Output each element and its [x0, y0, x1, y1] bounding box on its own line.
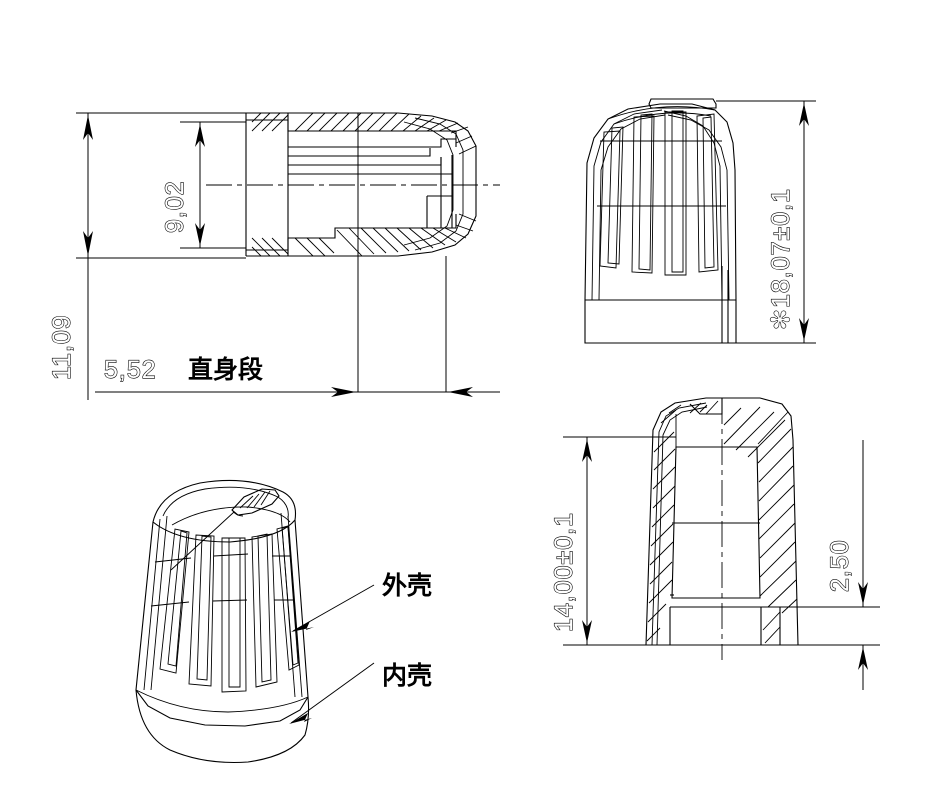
- cap-edge-inner: [613, 112, 712, 125]
- dimension-label-5-52: 5,52: [104, 356, 157, 384]
- label-outer-shell: 外壳: [382, 571, 432, 600]
- dimension-9-02: 9,02: [160, 121, 246, 249]
- leader-outer-shell: 外壳: [291, 571, 432, 632]
- dimension-label-9-02: 9,02: [161, 180, 189, 233]
- dimension-label-18-07: ✻18,07±0,1: [767, 188, 795, 330]
- iso-lower-skirt: [135, 689, 310, 763]
- iso-ribs: [150, 525, 300, 693]
- view-top-right-elevation: ✻18,07±0,1: [584, 98, 816, 344]
- inner-cavity: [670, 446, 761, 599]
- dimension-label-14-00: 14,00±0,1: [550, 512, 578, 632]
- dimension-2-50: 2,50: [780, 440, 880, 690]
- note-straight-section: 直身段: [188, 355, 263, 384]
- base-skirt: [584, 266, 737, 344]
- rib-slots: [599, 110, 719, 276]
- view-top-left-section: 11,09 9,02 5,52 直身段: [47, 112, 500, 400]
- section-hatch-right: [699, 404, 798, 614]
- section-outer-profile: [645, 397, 799, 646]
- inner-bore-detail: [288, 138, 456, 228]
- section-hatch-top: [689, 400, 719, 415]
- dimension-18-07: ✻18,07±0,1: [716, 100, 816, 344]
- dimension-5-52: 5,52 直身段: [95, 355, 500, 397]
- label-inner-shell: 内壳: [382, 661, 432, 690]
- iso-cone-body: [135, 512, 309, 727]
- dimension-label-2-50: 2,50: [826, 539, 854, 592]
- dimension-11-09: 11,09: [47, 112, 246, 400]
- dimension-14-00: 14,00±0,1: [549, 436, 676, 646]
- view-bottom-left-isometric: 外壳 内壳: [135, 479, 432, 763]
- section-hatch-left: [646, 404, 682, 642]
- iso-top-tab: [170, 488, 280, 571]
- cap-edge: [607, 106, 716, 120]
- view-bottom-right-section: 14,00±0,1 2,50: [549, 397, 880, 690]
- leader-inner-shell: 内壳: [289, 661, 432, 724]
- top-tab: [648, 98, 717, 109]
- dimension-label-11-09: 11,09: [48, 314, 76, 380]
